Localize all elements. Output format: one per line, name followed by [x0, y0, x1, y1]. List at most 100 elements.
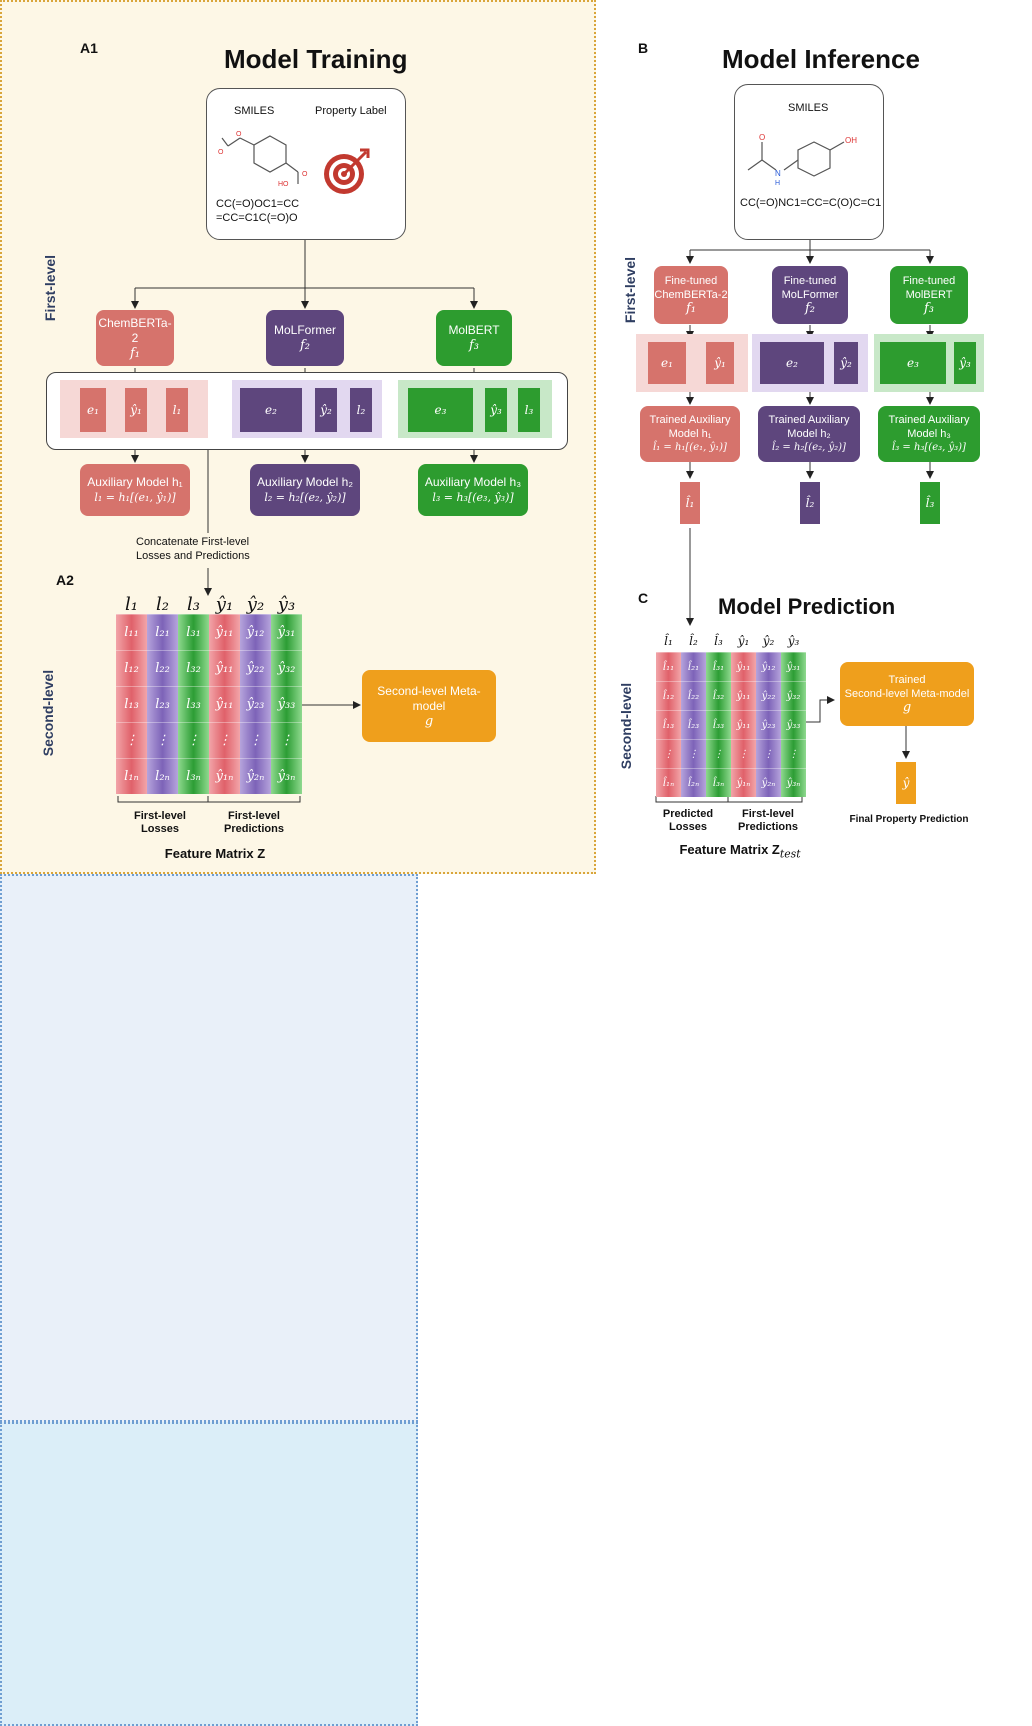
embedding-e3: e₃ — [408, 388, 473, 432]
model-line: MoLFormer — [781, 289, 839, 301]
matrix-cell: l̂₂₃ — [681, 710, 706, 739]
matrix-cell: l₁ₙ — [116, 758, 147, 794]
matrix-cell: ŷ₂ₙ — [240, 758, 271, 794]
brace-line: First-level — [134, 810, 186, 822]
svg-text:O: O — [302, 171, 308, 178]
panel-a1-tag: A1 — [80, 40, 98, 56]
model-line: Fine-tuned — [664, 275, 718, 287]
aux-formula: l̂₃ = h₃[(e₃, ŷ₃)] — [892, 442, 966, 453]
matrix-cell: l₃₃ — [178, 686, 209, 722]
second-level-label-c: Second-level — [618, 682, 634, 770]
model-name: ChemBERTa-2 — [98, 315, 172, 345]
matrix-header: l₁ — [125, 594, 138, 615]
matrix-a-braces — [117, 796, 301, 803]
meta-func: g — [424, 713, 434, 729]
smiles-line2-a: =CC=C1C(=O)O — [216, 212, 298, 224]
aux-line: Trained Auxiliary — [888, 414, 970, 426]
smiles-label-a: SMILES — [234, 105, 275, 117]
matrix-cell: ŷ₃₂ — [271, 650, 302, 686]
concat-label-line1: Concatenate First-level — [136, 536, 250, 548]
model-molbert: MolBERT f₃ — [436, 310, 512, 366]
first-level-label-a: First-level — [42, 254, 58, 322]
matrix-cell: l̂₁₃ — [656, 710, 681, 739]
model-func: f₃ — [468, 338, 480, 353]
svg-text:O: O — [759, 133, 765, 142]
matrix-header: ŷ₃ — [277, 594, 296, 615]
matrix-cell: ⋮ — [681, 739, 706, 768]
matrix-cell: ŷ₃₃ — [271, 686, 302, 722]
matrix-cell: ŷ₃₁ — [781, 652, 806, 681]
target-icon — [324, 148, 370, 194]
brace-label-losses: First-level Losses — [120, 810, 200, 836]
trained-meta-model-g: Trained Second-level Meta-model g — [840, 662, 974, 726]
brace-line: Predictions — [224, 823, 284, 835]
loss-l3: l₃ — [518, 388, 540, 432]
matrix-cell: l̂₂ₙ — [681, 768, 706, 797]
matrix-header: l₃ — [187, 594, 200, 615]
prediction-y3-b: ŷ₃ — [954, 342, 976, 384]
panel-model-prediction — [0, 1422, 418, 1726]
matrix-cell: ⋮ — [706, 739, 731, 768]
matrix-cell: l̂₃ₙ — [706, 768, 731, 797]
aux-model-h1: Auxiliary Model h₁ l₁ = h₁[(e₁, ŷ₁)] — [80, 464, 190, 516]
aux-line: Trained Auxiliary — [649, 414, 731, 426]
panel-model-inference — [0, 874, 418, 1422]
aux-title: Auxiliary Model h₁ — [87, 475, 183, 489]
aux-model-h2: Auxiliary Model h₂ l₂ = h₂[(e₂, ŷ₂)] — [250, 464, 360, 516]
trained-aux-h1: Trained Auxiliary Model h₁ l̂₁ = h₁[(e₁,… — [640, 406, 740, 462]
model-func: f₂ — [299, 338, 311, 353]
molecule-acetaminophen-icon: O N H OH — [747, 133, 857, 187]
matrix-header: ŷ₁ — [737, 634, 750, 648]
matrix-header: ŷ₁ — [215, 594, 234, 615]
matrix-cell: l̂₁₁ — [656, 652, 681, 681]
aux-line: Trained Auxiliary — [768, 414, 850, 426]
brace-line: Predictions — [738, 821, 798, 833]
panel-c-title: Model Prediction — [718, 594, 896, 619]
aux-formula: l̂₂ = h₂[(e₂, ŷ₂)] — [772, 442, 846, 453]
matrix-cell: ŷ₁₂ — [756, 652, 781, 681]
model-func: f₁ — [685, 301, 697, 316]
matrix-cell: ŷ₂ₙ — [756, 768, 781, 797]
matrix-cell: l₂₁ — [147, 614, 178, 650]
matrix-cell: ⋮ — [178, 722, 209, 758]
matrix-cell: ⋮ — [147, 722, 178, 758]
embedding-e2: e₂ — [240, 388, 302, 432]
matrix-cell: ⋮ — [731, 739, 756, 768]
prediction-y1: ŷ₁ — [125, 388, 147, 432]
model-func: f₂ — [804, 301, 816, 316]
svg-text:N: N — [775, 169, 781, 178]
meta-model-g: Second-level Meta-model g — [362, 670, 496, 742]
prediction-y2-b: ŷ₂ — [834, 342, 858, 384]
matrix-cell: l₁₂ — [116, 650, 147, 686]
aux-formula: l₂ = h₂[(e₂, ŷ₂)] — [264, 491, 346, 504]
model-line: Fine-tuned — [902, 275, 956, 287]
svg-text:HO: HO — [278, 181, 289, 188]
matrix-header: ŷ₂ — [246, 594, 265, 615]
matrix-cell: ŷ₁₁ — [209, 686, 240, 722]
finetuned-chemberta: Fine-tuned ChemBERTa-2 f₁ — [654, 266, 728, 324]
concat-label-line2: Losses and Predictions — [136, 550, 250, 562]
model-line: MolBERT — [905, 289, 953, 301]
output-l3-hat: l̂₃ — [920, 482, 940, 524]
prediction-y1-b: ŷ₁ — [706, 342, 734, 384]
smiles-label-b: SMILES — [788, 102, 829, 114]
model-line: Fine-tuned — [783, 275, 837, 287]
matrix-cell: l₂₂ — [147, 650, 178, 686]
aux-model-h3: Auxiliary Model h₃ l₃ = h₃[(e₃, ŷ₃)] — [418, 464, 528, 516]
panel-b-title: Model Inference — [722, 44, 920, 74]
model-func: f₁ — [129, 345, 141, 361]
aux-title: Auxiliary Model h₂ — [256, 475, 354, 489]
matrix-cell: ŷ₃₃ — [781, 710, 806, 739]
matrix-header: ŷ₃ — [787, 634, 800, 648]
matrix-cell: ⋮ — [656, 739, 681, 768]
panel-c-tag: C — [638, 590, 649, 606]
feature-subscript: test — [779, 847, 801, 861]
matrix-cell: ŷ₁₂ — [240, 614, 271, 650]
brace-line: Losses — [669, 821, 707, 833]
svg-text:O: O — [218, 149, 224, 156]
matrix-cell: ⋮ — [240, 722, 271, 758]
smiles-line1-a: CC(=O)OC1=CC — [216, 198, 300, 210]
prediction-y3: ŷ₃ — [485, 388, 507, 432]
matrix-header: l̂₁ — [664, 634, 673, 648]
aux-line: Model h₃ — [907, 428, 951, 440]
